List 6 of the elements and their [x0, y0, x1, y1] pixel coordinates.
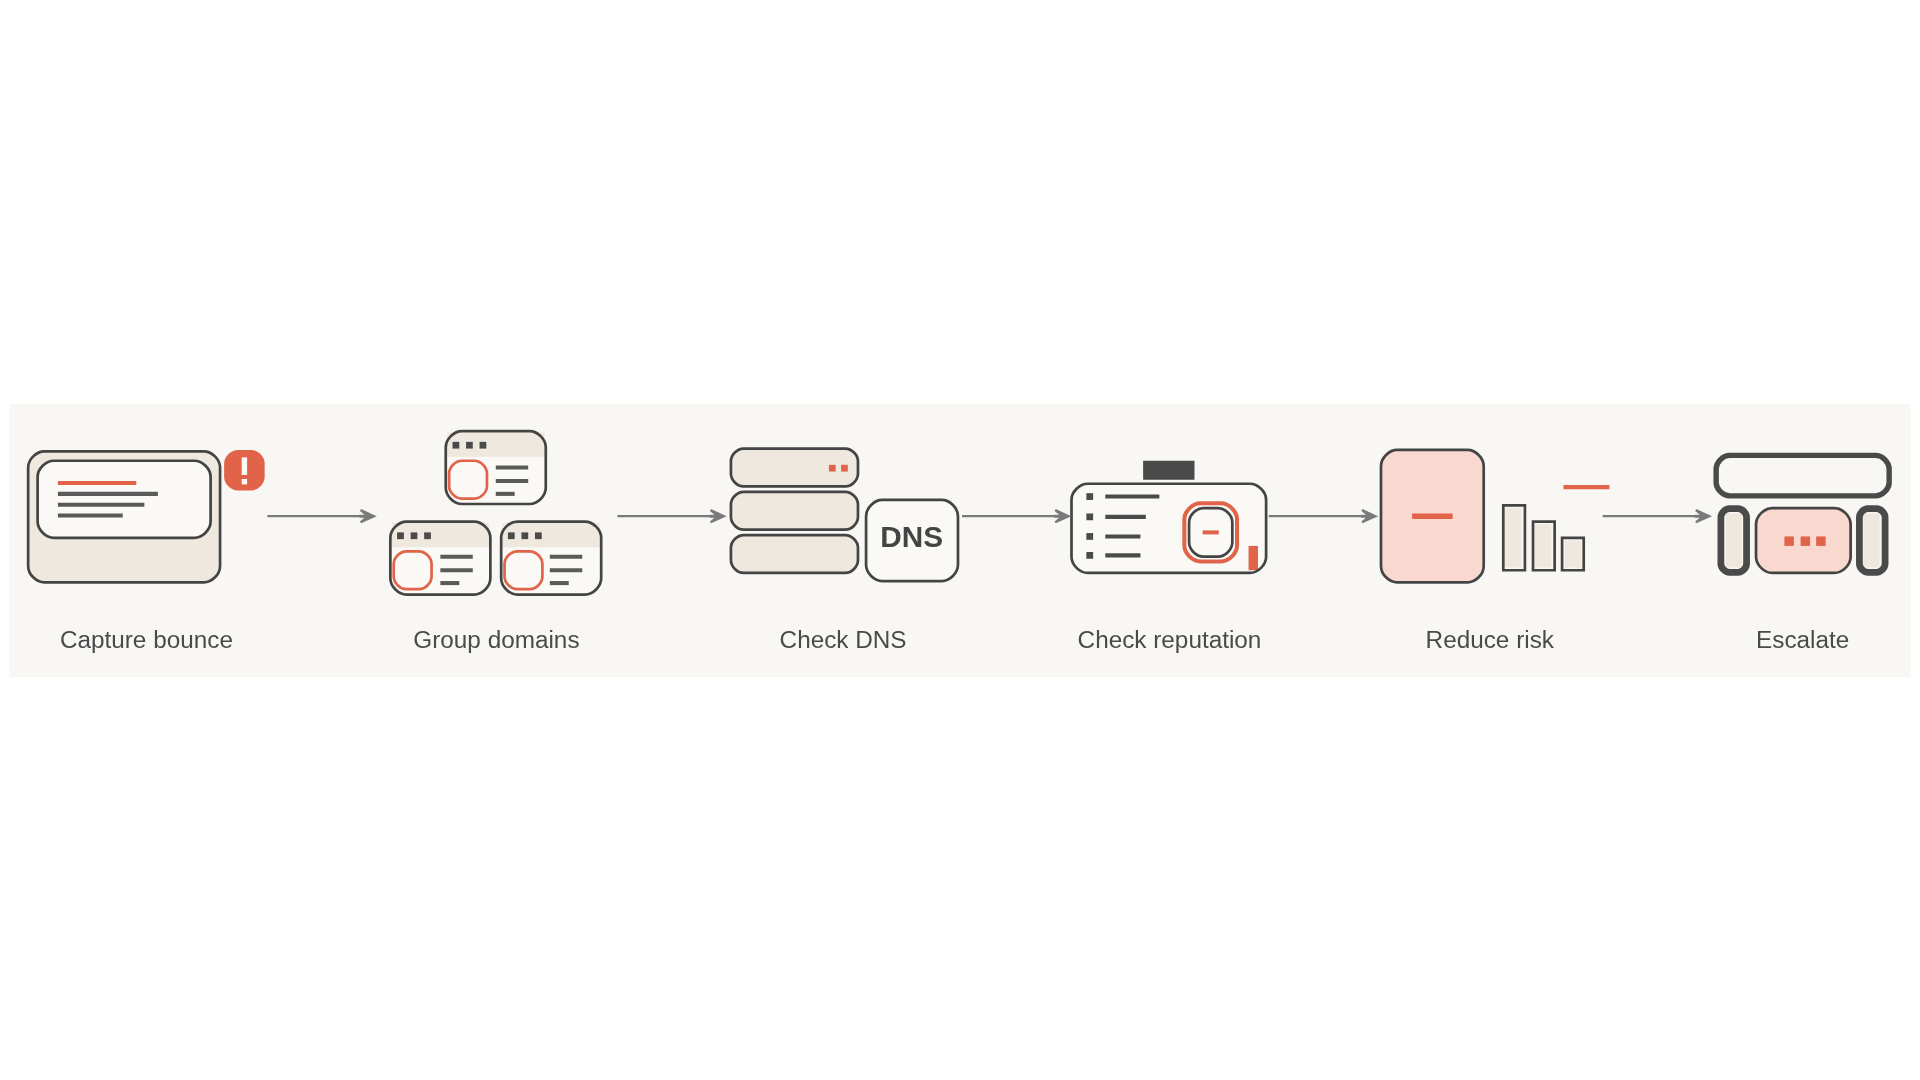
node-label: Group domains [413, 625, 580, 653]
node-label: Reduce risk [1425, 625, 1554, 653]
node-label: Escalate [1756, 625, 1850, 653]
node-label: Check reputation [1077, 625, 1262, 653]
node-label: Capture bounce [59, 625, 233, 653]
node-label: Check DNS [779, 625, 907, 653]
